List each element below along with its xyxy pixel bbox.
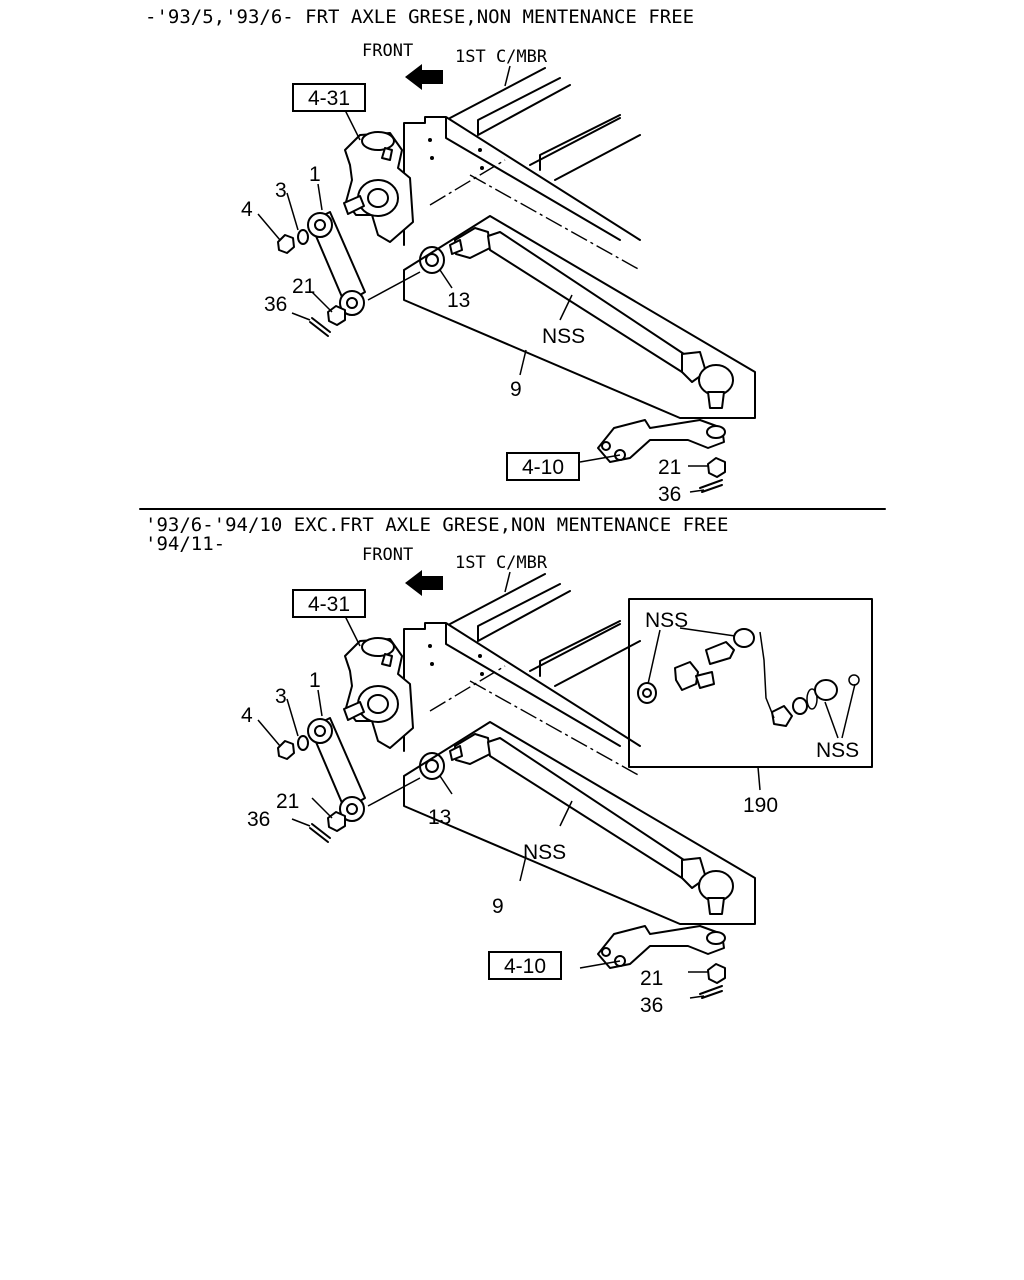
kit-number: 190 — [743, 794, 778, 817]
kit-number-leader — [757, 766, 761, 791]
heading-line-0: '93/6-'94/10 EXC.FRT AXLE GRESE,NON MENT… — [145, 514, 728, 536]
part-36-rear: 36 — [640, 994, 663, 1017]
ref-knuckle-arm: 4-10 — [504, 955, 546, 978]
part-9: 9 — [510, 378, 522, 401]
part-nss: NSS — [523, 841, 566, 864]
ref-box-steering-gear — [292, 83, 366, 112]
part-21-front: 21 — [276, 790, 299, 813]
ref-steering-gear: 4-31 — [308, 593, 350, 616]
assembly-drawing — [257, 569, 756, 999]
part-36-front: 36 — [247, 808, 270, 831]
part-21-rear: 21 — [658, 456, 681, 479]
heading-line-0: -'93/5,'93/6- FRT AXLE GRESE,NON MENTENA… — [145, 6, 694, 28]
part-nss: NSS — [542, 325, 585, 348]
member-label: 1ST C/MBR — [455, 47, 548, 67]
part-21-front: 21 — [292, 275, 315, 298]
front-label: FRONT — [362, 41, 413, 61]
kit-components — [637, 627, 860, 739]
part-21-rear: 21 — [640, 967, 663, 990]
part-13: 13 — [447, 289, 470, 312]
ref-steering-gear: 4-31 — [308, 87, 350, 110]
assembly-drawing — [257, 63, 756, 493]
part-36-front: 36 — [264, 293, 287, 316]
member-label: 1ST C/MBR — [455, 553, 548, 573]
part-1: 1 — [309, 163, 321, 186]
heading-line-1: '94/11- — [145, 533, 225, 555]
part-3: 3 — [275, 179, 287, 202]
part-4: 4 — [241, 198, 253, 221]
part-36-rear: 36 — [658, 483, 681, 506]
part-1: 1 — [309, 669, 321, 692]
front-label: FRONT — [362, 545, 413, 565]
ref-box-knuckle-arm — [488, 951, 562, 980]
kit-label-top: NSS — [645, 609, 688, 632]
part-13: 13 — [428, 806, 451, 829]
ref-box-knuckle-arm — [506, 452, 580, 481]
part-3: 3 — [275, 685, 287, 708]
part-4: 4 — [241, 704, 253, 727]
ref-knuckle-arm: 4-10 — [522, 456, 564, 479]
part-9: 9 — [492, 895, 504, 918]
ref-box-steering-gear — [292, 589, 366, 618]
kit-label-bottom: NSS — [816, 739, 859, 762]
kit-detail-box — [628, 598, 873, 768]
